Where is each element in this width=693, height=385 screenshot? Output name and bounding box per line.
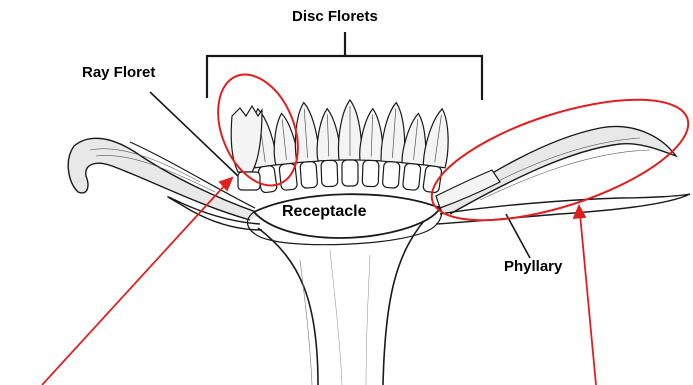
ray-floret-label: Ray Floret xyxy=(82,64,155,81)
disc-floret xyxy=(338,100,361,186)
disc-floret xyxy=(316,108,342,187)
left-red-arrow xyxy=(42,178,232,385)
right-phyllary xyxy=(436,126,690,224)
disc-florets-label: Disc Florets xyxy=(292,8,378,25)
disc-florets-bracket xyxy=(207,32,482,100)
disc-florets-group xyxy=(246,100,453,194)
ray-floret-pointer xyxy=(150,92,238,176)
phyllary-pointer xyxy=(506,214,530,258)
left-ray-floret xyxy=(231,106,262,190)
phyllary-label: Phyllary xyxy=(504,258,562,275)
receptacle-label: Receptacle xyxy=(282,203,367,221)
disc-floret xyxy=(359,108,385,187)
right-red-arrow xyxy=(574,206,596,385)
